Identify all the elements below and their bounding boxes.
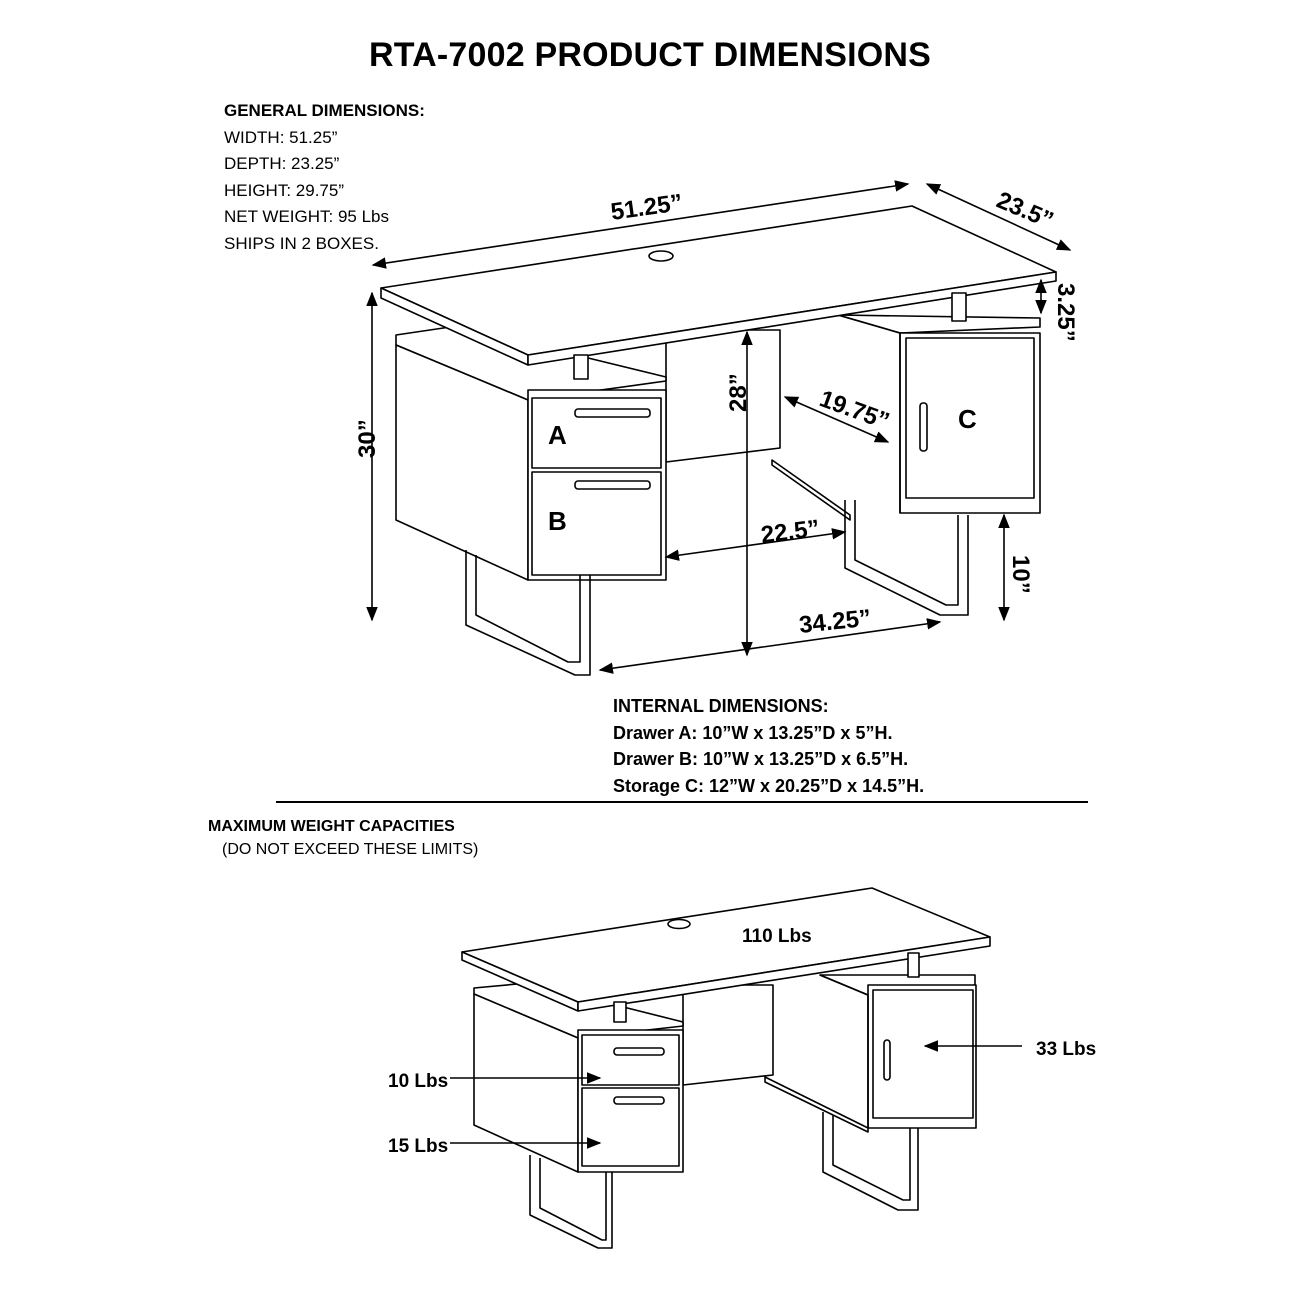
internal-drawer-b: Drawer B: 10”W x 13.25”D x 6.5”H. bbox=[613, 749, 909, 769]
knee-depth-dimension-line bbox=[783, 396, 890, 443]
general-width: WIDTH: 51.25” bbox=[224, 127, 338, 147]
internal-storage-c: Storage C: 12”W x 20.25”D x 14.5”H. bbox=[613, 775, 925, 796]
internal-dimensions-heading: INTERNAL DIMENSIONS: bbox=[613, 696, 829, 716]
height-label: 30” bbox=[354, 419, 381, 458]
general-dimensions-heading: GENERAL DIMENSIONS: bbox=[224, 101, 425, 120]
top-weight-label: 110 Lbs bbox=[742, 926, 812, 947]
top-gap-label: 3.25” bbox=[1052, 283, 1079, 342]
internal-dimensions: INTERNAL DIMENSIONS: Drawer A: 10”W x 13… bbox=[613, 693, 924, 799]
leg-span-dimension-line bbox=[598, 618, 942, 674]
desk-drawing-bottom bbox=[461, 887, 991, 1249]
dimension-lines bbox=[366, 180, 1072, 674]
weight-capacities: MAXIMUM WEIGHT CAPACITIES (DO NOT EXCEED… bbox=[208, 815, 478, 861]
knee-height-label: 28” bbox=[725, 373, 752, 412]
weight-capacities-heading: MAXIMUM WEIGHT CAPACITIES bbox=[208, 818, 455, 835]
weight-arrows bbox=[450, 1040, 1022, 1149]
general-height: HEIGHT: 29.75” bbox=[224, 180, 344, 200]
leg-height-label: 10” bbox=[1007, 555, 1034, 594]
weight-capacities-note: (DO NOT EXCEED THESE LIMITS) bbox=[222, 841, 479, 858]
width-label: 51.25” bbox=[609, 189, 684, 226]
page-title: RTA-7002 PRODUCT DIMENSIONS bbox=[368, 36, 932, 74]
drawer-b-label: B bbox=[548, 506, 567, 536]
width-dimension-line bbox=[371, 180, 910, 269]
depth-label: 23.5” bbox=[993, 187, 1058, 235]
knee-width-dimension-line bbox=[664, 528, 847, 561]
storage-c-weight-label: 33 Lbs bbox=[1036, 1039, 1096, 1060]
internal-drawer-a: Drawer A: 10”W x 13.25”D x 5”H. bbox=[613, 722, 893, 743]
drawer-a-weight-label: 10 Lbs bbox=[388, 1071, 448, 1092]
general-net-weight: NET WEIGHT: 95 Lbs bbox=[224, 207, 390, 226]
knee-width-label: 22.5” bbox=[759, 515, 821, 549]
right-leg-frame bbox=[844, 500, 969, 616]
general-dimensions: GENERAL DIMENSIONS: WIDTH: 51.25” DEPTH:… bbox=[224, 98, 425, 257]
desk-drawing-top bbox=[380, 205, 1057, 676]
general-shipping: SHIPS IN 2 BOXES. bbox=[224, 233, 379, 253]
bottom-right-leg-frame bbox=[822, 1112, 919, 1211]
depth-dimension-line bbox=[925, 183, 1072, 251]
left-leg-frame bbox=[465, 550, 591, 676]
drawer-a-label: A bbox=[548, 420, 567, 450]
bottom-left-leg-frame bbox=[529, 1155, 613, 1249]
storage-c-label: C bbox=[958, 404, 977, 434]
general-depth: DEPTH: 23.25” bbox=[224, 154, 340, 173]
drawer-b-weight-label: 15 Lbs bbox=[388, 1136, 448, 1157]
